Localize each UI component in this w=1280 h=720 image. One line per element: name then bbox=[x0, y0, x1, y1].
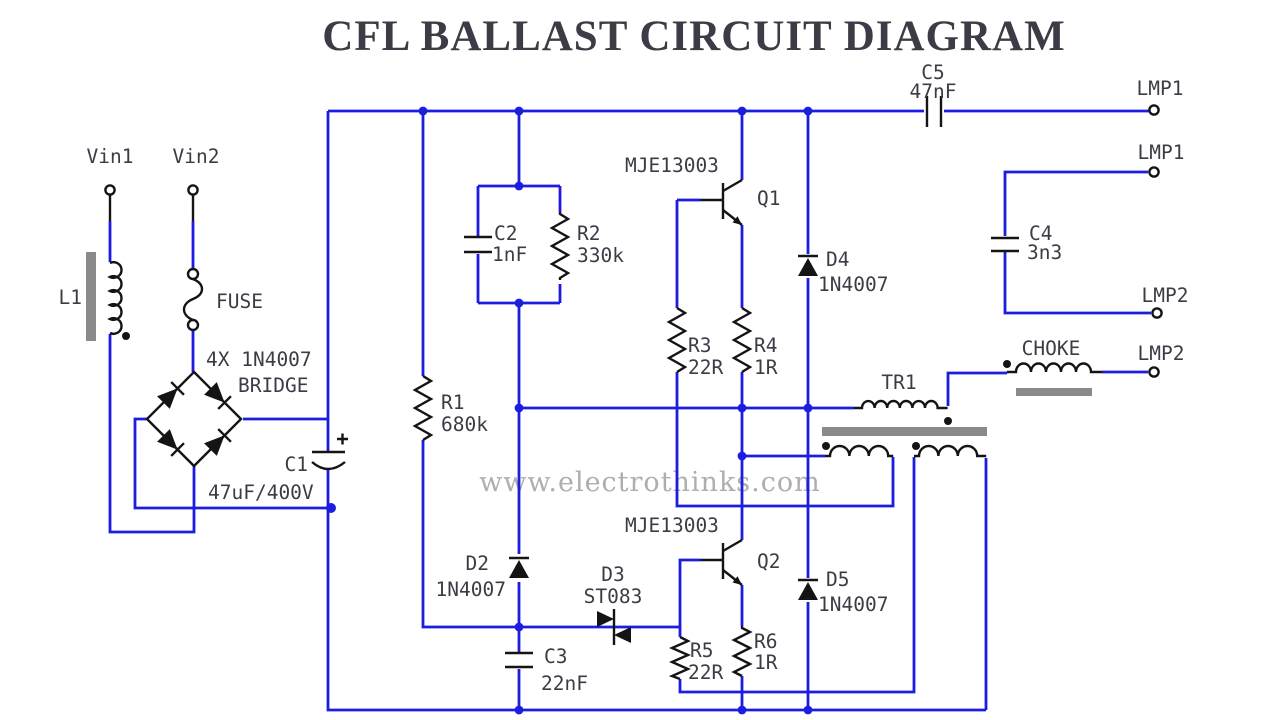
lmp2-mid-label: LMP2 bbox=[1142, 284, 1189, 307]
page-title: CFL BALLAST CIRCUIT DIAGRAM bbox=[322, 13, 1065, 60]
r6-value: 1R bbox=[754, 651, 778, 674]
fuse-label: FUSE bbox=[216, 290, 263, 313]
d5-value: 1N4007 bbox=[818, 593, 888, 616]
r3-value: 22R bbox=[688, 356, 723, 379]
resistor-r1: R1 680k bbox=[412, 374, 488, 442]
d4-label: D4 bbox=[826, 248, 849, 271]
q1-part-label: MJE13003 bbox=[625, 154, 719, 177]
d2-label: D2 bbox=[466, 552, 489, 575]
c3-label: C3 bbox=[544, 645, 567, 668]
fuse: FUSE bbox=[182, 267, 263, 332]
c2-label: C2 bbox=[494, 222, 517, 245]
vin1-label: Vin1 bbox=[87, 145, 134, 168]
r5-label: R5 bbox=[690, 639, 713, 662]
terminal-lmp2-mid: LMP2 bbox=[1142, 284, 1189, 319]
transistor-q2: MJE13003 Q2 bbox=[625, 514, 780, 586]
bridge-label-2: BRIDGE bbox=[238, 374, 308, 397]
q2-part-label: MJE13003 bbox=[625, 514, 719, 537]
terminal-vin2: Vin2 bbox=[173, 145, 220, 221]
lmp1-top-label: LMP1 bbox=[1137, 77, 1184, 100]
q1-label: Q1 bbox=[757, 187, 780, 210]
resistor-r2: R2 330k bbox=[549, 212, 624, 280]
resistor-r5: R5 22R bbox=[668, 635, 723, 684]
diac-d3: D3 ST083 bbox=[584, 563, 643, 645]
c4-label: C4 bbox=[1029, 222, 1052, 245]
capacitor-c4: C4 3n3 bbox=[991, 222, 1062, 264]
lmp2-bot-label: LMP2 bbox=[1138, 342, 1185, 365]
d4-value: 1N4007 bbox=[818, 273, 888, 296]
terminal-lmp1-top: LMP1 bbox=[1137, 77, 1184, 116]
resistor-r4: R4 1R bbox=[731, 306, 778, 379]
resistor-r3: R3 22R bbox=[666, 306, 723, 379]
d3-value: ST083 bbox=[584, 585, 643, 608]
choke-label: CHOKE bbox=[1022, 337, 1081, 360]
transistor-q1: MJE13003 Q1 bbox=[625, 154, 780, 226]
wires bbox=[108, 109, 1151, 712]
capacitor-c1: C1 47uF/400V bbox=[208, 433, 348, 504]
c1-value: 47uF/400V bbox=[208, 481, 314, 504]
c3-value: 22nF bbox=[541, 672, 588, 695]
r6-label: R6 bbox=[754, 630, 777, 653]
r3-label: R3 bbox=[688, 334, 711, 357]
c1-label: C1 bbox=[285, 453, 308, 476]
diode-d2: D2 1N4007 bbox=[436, 552, 531, 601]
c5-value: 47nF bbox=[910, 80, 957, 103]
l1-label: L1 bbox=[59, 286, 82, 309]
r2-label: R2 bbox=[577, 222, 600, 245]
capacitor-c5: C5 47nF bbox=[910, 61, 957, 127]
c5-label: C5 bbox=[921, 61, 944, 84]
capacitor-c2: C2 1nF bbox=[464, 222, 527, 266]
vin2-label: Vin2 bbox=[173, 145, 220, 168]
watermark: www.electrothinks.com bbox=[479, 467, 820, 498]
terminal-lmp1-mid: LMP1 bbox=[1138, 141, 1185, 178]
junction-dots bbox=[326, 106, 813, 715]
d5-label: D5 bbox=[826, 568, 849, 591]
choke-inductor: CHOKE bbox=[1003, 337, 1102, 396]
q2-label: Q2 bbox=[757, 550, 780, 573]
transformer-tr1: TR1 bbox=[822, 371, 987, 458]
r5-value: 22R bbox=[688, 661, 723, 684]
terminal-lmp2-bot: LMP2 bbox=[1138, 342, 1185, 378]
r4-value: 1R bbox=[754, 356, 778, 379]
bridge-rectifier: 4X 1N4007 BRIDGE bbox=[145, 348, 312, 468]
capacitor-c3: C3 22nF bbox=[505, 645, 588, 695]
bridge-label-1: 4X 1N4007 bbox=[206, 348, 312, 371]
resistor-r6: R6 1R bbox=[731, 626, 778, 678]
tr1-label: TR1 bbox=[881, 371, 916, 394]
diode-d5: D5 1N4007 bbox=[796, 568, 888, 616]
c4-value: 3n3 bbox=[1027, 241, 1062, 264]
r4-label: R4 bbox=[754, 334, 777, 357]
inductor-l1: L1 bbox=[59, 252, 130, 341]
r1-label: R1 bbox=[441, 391, 464, 414]
terminal-vin1: Vin1 bbox=[87, 145, 134, 221]
r1-value: 680k bbox=[441, 413, 488, 436]
d3-label: D3 bbox=[601, 563, 624, 586]
r2-value: 330k bbox=[577, 244, 624, 267]
lmp1-mid-label: LMP1 bbox=[1138, 141, 1185, 164]
c2-value: 1nF bbox=[492, 243, 527, 266]
d2-value: 1N4007 bbox=[436, 578, 506, 601]
diode-d4: D4 1N4007 bbox=[796, 248, 888, 296]
